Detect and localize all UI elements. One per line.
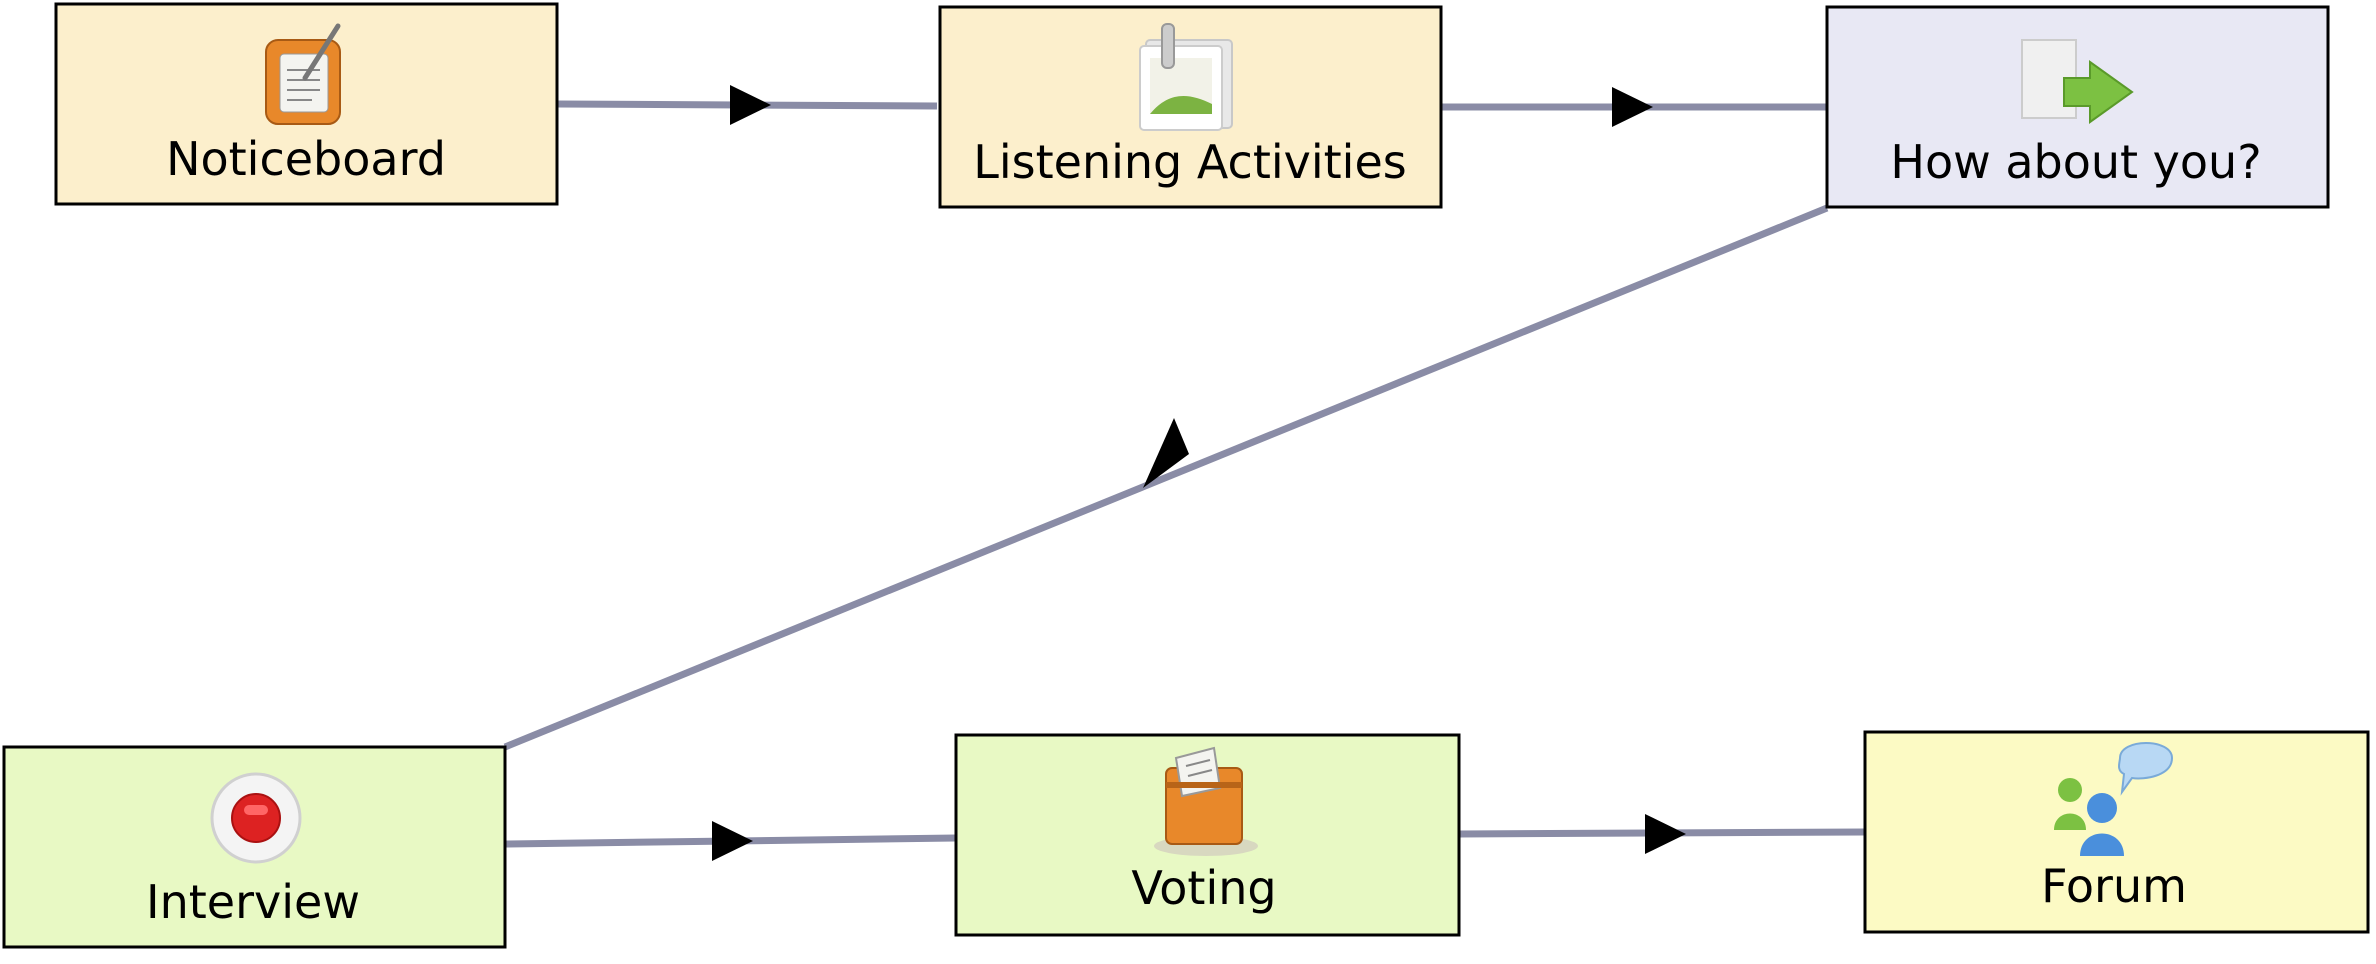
activity-label: Voting: [1131, 861, 1276, 915]
connector-how-about-you-to-interview: [503, 204, 1829, 751]
activity-label: Interview: [146, 875, 360, 929]
record-button-icon: [210, 772, 302, 864]
activity-label: Listening Activities: [973, 135, 1406, 189]
activity-noticeboard[interactable]: Noticeboard: [54, 2, 559, 206]
image-resource-icon: [1139, 23, 1233, 131]
connector-arrowhead: [730, 85, 771, 125]
branching-arrow-icon: [2021, 39, 2134, 124]
forum-users-icon: [2054, 742, 2174, 856]
activity-listening[interactable]: Listening Activities: [938, 5, 1443, 209]
activity-voting[interactable]: Voting: [954, 733, 1461, 937]
activity-how-about-you[interactable]: How about you?: [1825, 5, 2330, 209]
activity-box: [1863, 730, 2370, 934]
ballot-box-icon: [1154, 746, 1258, 856]
connector-arrowhead: [712, 821, 753, 861]
activity-label: Noticeboard: [166, 132, 446, 186]
connector-arrowhead: [1612, 87, 1653, 127]
activity-forum[interactable]: Forum: [1863, 730, 2370, 934]
connectors: [503, 85, 1866, 861]
activity-interview[interactable]: Interview: [2, 745, 507, 949]
connector-arrowhead: [1143, 418, 1189, 488]
activity-label: Forum: [2041, 859, 2187, 913]
noticeboard-clipboard-icon: [265, 23, 341, 125]
activity-label: How about you?: [1890, 135, 2261, 189]
connector-arrowhead: [1645, 814, 1686, 854]
